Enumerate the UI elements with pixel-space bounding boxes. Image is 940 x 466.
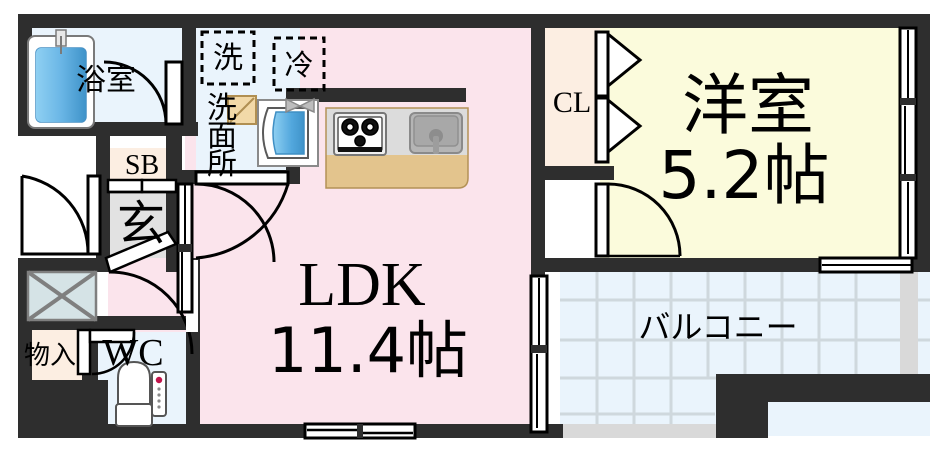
room-labels: 浴室 洗 面 所 SB 玄 物入 WC LDK 11.4帖 CL 洋室 5.2帖… — [24, 63, 829, 387]
balcony-rail-shade-right — [900, 270, 918, 378]
shoebox-doors[interactable] — [106, 178, 178, 194]
washer-space-label: 洗 — [213, 41, 243, 76]
bedroom-door[interactable] — [594, 182, 682, 258]
storage-door[interactable] — [76, 328, 92, 376]
closet-door[interactable] — [594, 30, 643, 164]
meter-box — [26, 270, 98, 322]
room-label-bedroom-size: 5.2帖 — [659, 137, 830, 214]
entry-door[interactable] — [20, 174, 102, 256]
bathtub — [27, 29, 95, 129]
fridge-space-label: 冷 — [284, 48, 313, 82]
room-label-bath: 浴室 — [76, 63, 136, 98]
room-label-wc: WC — [102, 332, 163, 374]
kitchen-sink — [409, 112, 463, 154]
washroom-door[interactable] — [194, 170, 290, 263]
fridge-space-box — [272, 36, 326, 92]
ldk-fill-lower — [180, 180, 540, 438]
room-label-shoebox: SB — [125, 150, 159, 181]
ventilation-symbol — [285, 97, 315, 114]
entry-side-window[interactable] — [176, 182, 194, 314]
bedroom-east-window[interactable] — [898, 26, 918, 260]
bedroom-balcony-door[interactable] — [818, 256, 914, 274]
balcony-tile-grid — [560, 272, 930, 436]
vanity-sink — [227, 95, 319, 167]
room-label-washroom-1: 洗 — [207, 91, 237, 126]
entry-step — [104, 190, 178, 274]
room-label-storage: 物入 — [24, 341, 76, 371]
washroom-door-arc — [195, 183, 290, 260]
room-label-balcony: バルコニー — [638, 308, 797, 346]
toilet — [115, 360, 167, 427]
balcony-rail-shade-bottom — [562, 424, 717, 438]
gas-stove — [333, 112, 387, 156]
room-label-washroom-2: 面 — [207, 119, 237, 154]
washer-space-box — [200, 30, 256, 86]
ldk-balcony-door[interactable] — [529, 274, 549, 434]
shoebox-fill — [108, 148, 176, 180]
room-label-closet: CL — [553, 86, 591, 119]
bedroom-fill — [600, 28, 930, 260]
bath-door[interactable] — [103, 60, 184, 126]
room-label-ldk-size: 11.4帖 — [268, 314, 468, 387]
room-label-ldk: LDK — [298, 251, 426, 319]
room-label-bedroom: 洋室 — [682, 67, 814, 144]
wc-door[interactable] — [88, 328, 136, 376]
room-label-entry: 玄 — [117, 196, 165, 252]
ldk-south-window[interactable] — [303, 422, 417, 440]
room-label-washroom-3: 所 — [207, 147, 237, 182]
closet-fill — [545, 28, 600, 178]
